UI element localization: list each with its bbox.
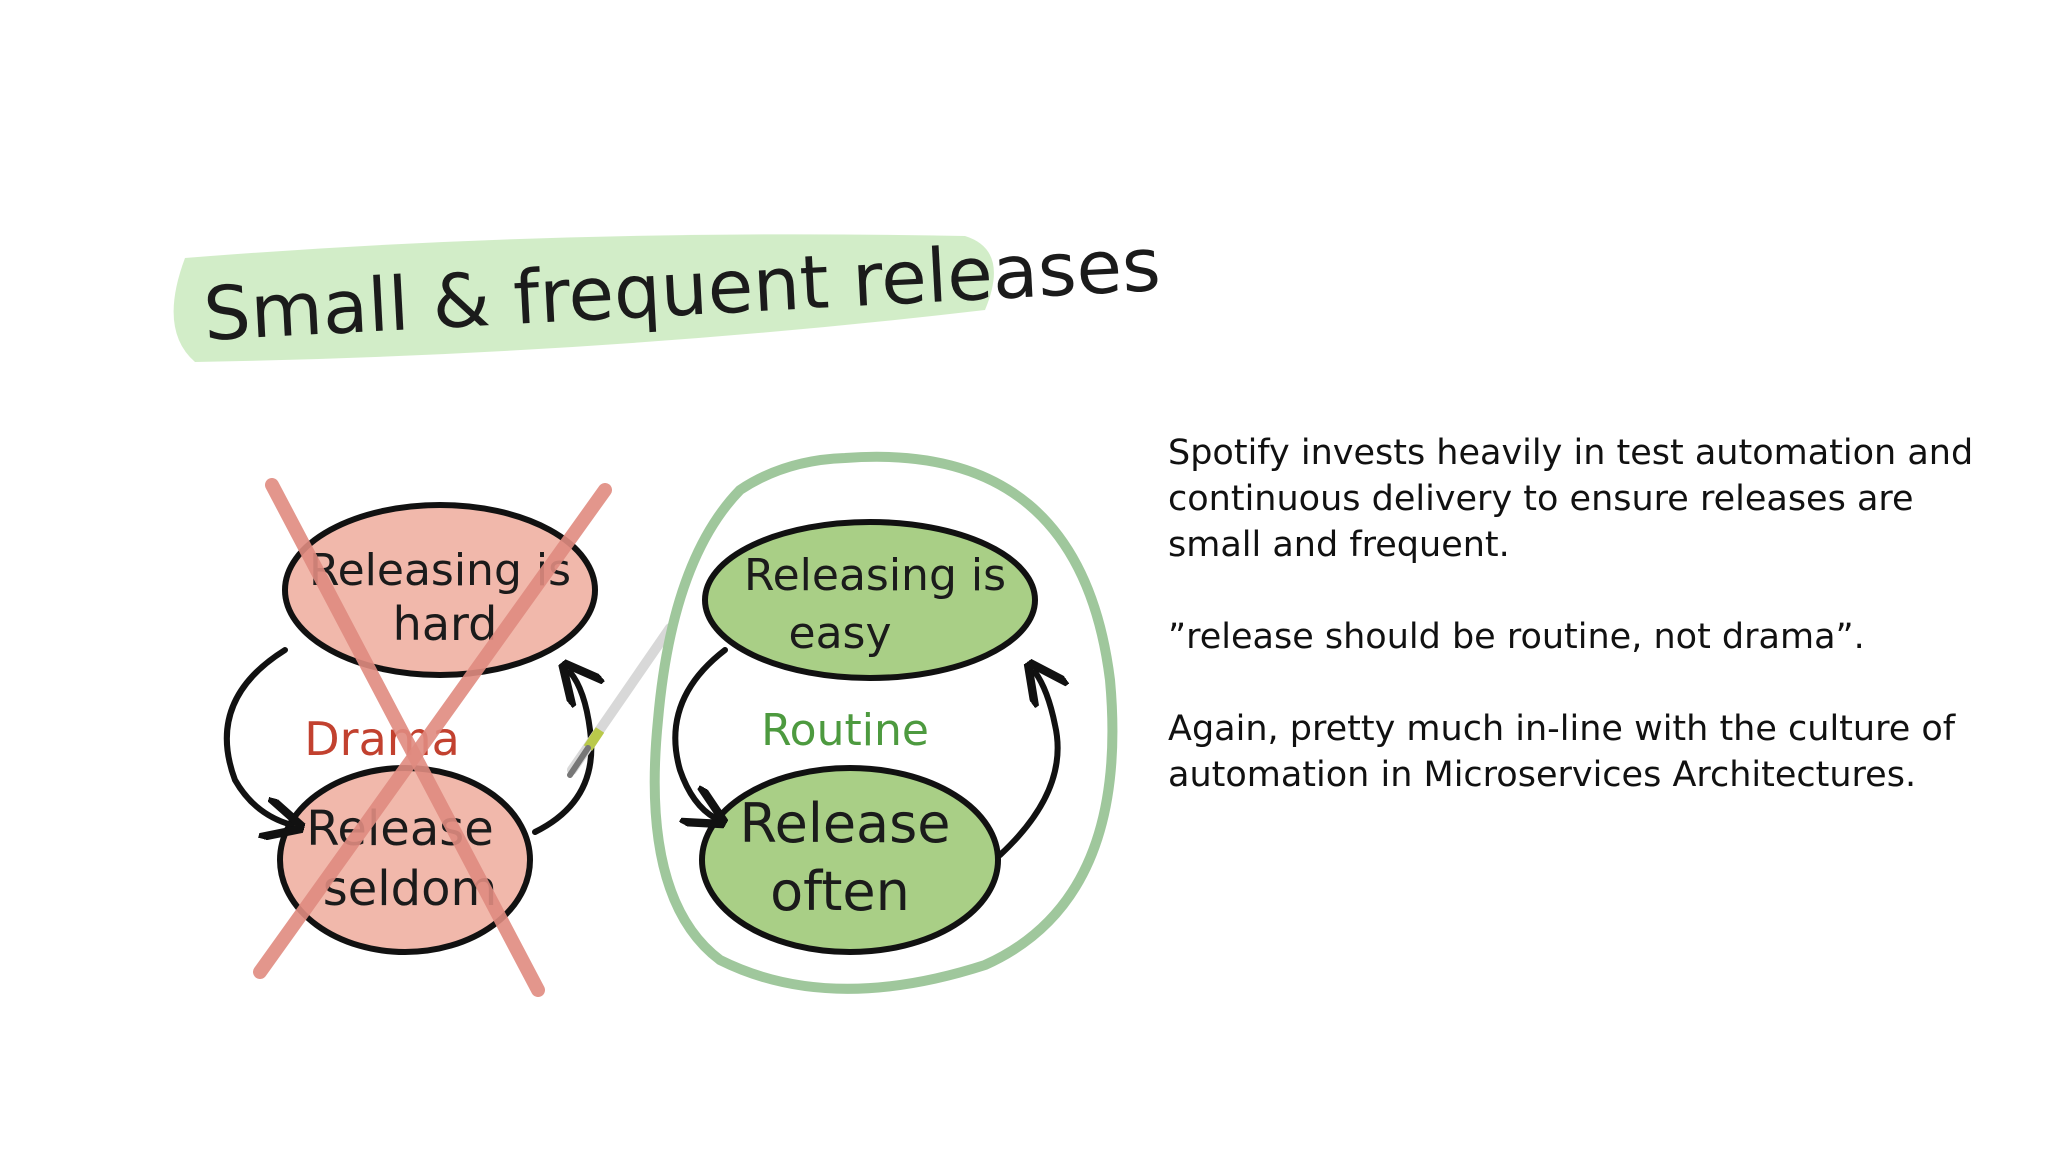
routine-label: Routine bbox=[761, 705, 929, 756]
node-release-often-line2: often bbox=[770, 860, 910, 923]
arrow-easy-to-often bbox=[675, 650, 725, 818]
arrow-hard-to-seldom bbox=[227, 650, 292, 825]
good-cycle: Releasing is easy Release often Routine bbox=[655, 457, 1113, 989]
arrow-often-to-easy bbox=[1000, 672, 1058, 855]
paragraph-quote: ”release should be routine, not drama”. bbox=[1168, 614, 2008, 660]
slide-text: Spotify invests heavily in test automati… bbox=[1168, 430, 2008, 844]
paragraph-conclusion: Again, pretty much in-line with the cult… bbox=[1168, 706, 2008, 798]
node-releasing-hard-line2: hard bbox=[393, 597, 498, 651]
node-release-often-line1: Release bbox=[740, 792, 951, 855]
paragraph-intro: Spotify invests heavily in test automati… bbox=[1168, 430, 2008, 568]
node-release-seldom bbox=[280, 768, 530, 952]
bad-cycle: Releasing is hard Release seldom Drama bbox=[227, 485, 605, 990]
node-releasing-easy-line1: Releasing is bbox=[744, 550, 1006, 601]
node-releasing-easy-line2: easy bbox=[789, 608, 892, 659]
sketch-illustration: Small & frequent releases Releasing is h… bbox=[0, 0, 1160, 1152]
